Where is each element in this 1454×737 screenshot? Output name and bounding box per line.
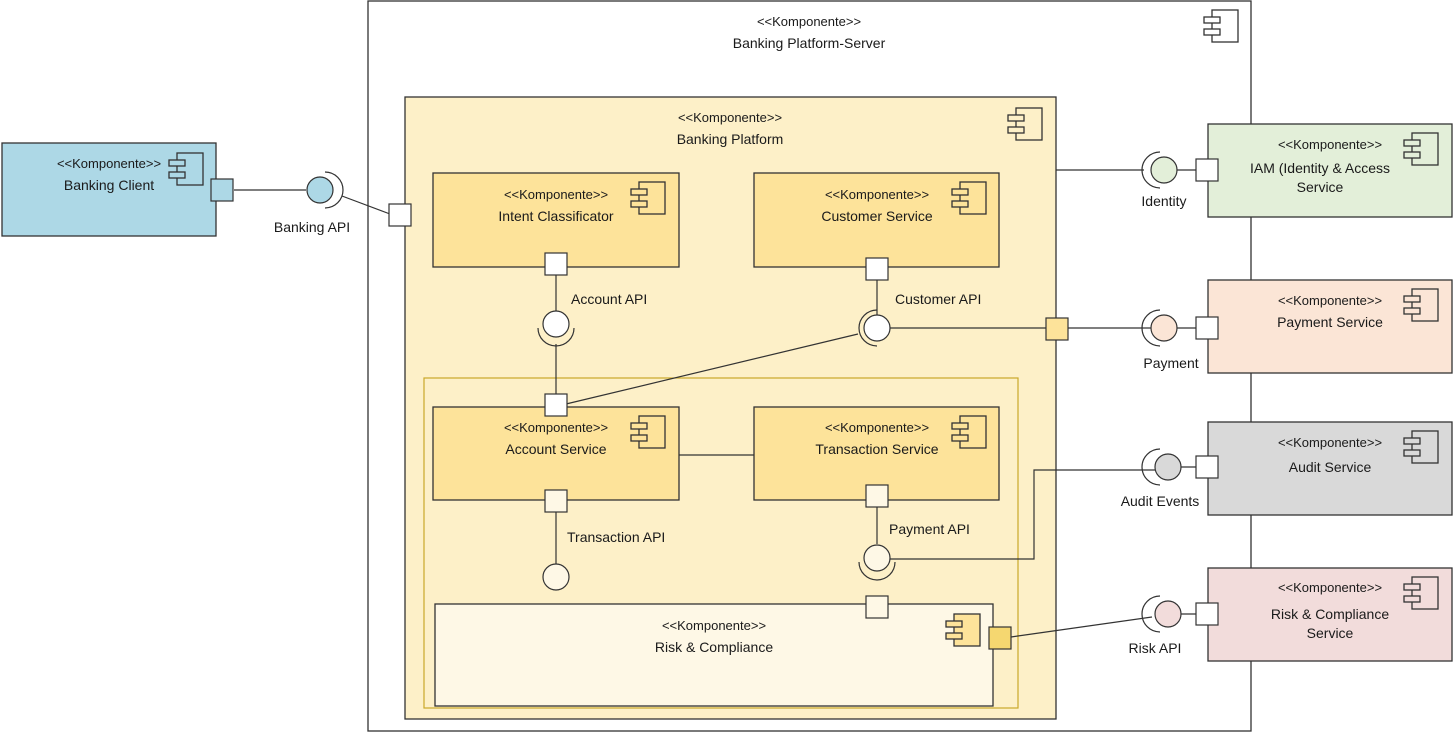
account-port-top[interactable] (544, 393, 568, 417)
component-name: Banking Platform-Server (733, 35, 886, 51)
server-port[interactable] (388, 203, 412, 227)
component-name: Banking Platform (677, 131, 784, 147)
account-service[interactable]: <<Komponente>> Account Service (432, 406, 680, 501)
component-name: Banking Client (64, 177, 154, 193)
component-name: Audit Service (1289, 459, 1372, 475)
interface-label: Payment API (889, 521, 970, 537)
provided-interface-lollipop (863, 314, 891, 342)
required-socket (1141, 309, 1161, 347)
risk-api-interface[interactable]: Risk API (1129, 595, 1182, 656)
risk-compliance-internal[interactable]: <<Komponente>> Risk & Compliance (434, 603, 994, 707)
component-name: Account Service (505, 441, 606, 457)
banking-api-interface[interactable]: Banking API (274, 171, 350, 235)
component-name-line2: Service (1297, 179, 1344, 195)
stereotype-label: <<Komponente>> (1278, 293, 1382, 308)
required-socket (537, 327, 575, 347)
provided-interface-lollipop (1154, 600, 1182, 628)
component-name: Transaction Service (815, 441, 938, 457)
interface-label: Payment (1143, 355, 1198, 371)
component-name: Intent Classificator (498, 208, 613, 224)
provided-interface-lollipop (542, 563, 570, 591)
interface-label: Transaction API (567, 529, 665, 545)
component-name-line1: Risk & Compliance (1271, 606, 1389, 622)
required-socket (858, 561, 896, 581)
transaction-service[interactable]: <<Komponente>> Transaction Service (753, 406, 1000, 501)
component-name-line1: IAM (Identity & Access (1250, 160, 1390, 176)
provided-interface-lollipop (863, 544, 891, 572)
risk-service-port[interactable] (1195, 602, 1219, 626)
identity-interface[interactable]: Identity (1141, 151, 1187, 209)
banking-client[interactable]: <<Komponente>> Banking Client (1, 142, 217, 237)
inner-group-frame (423, 377, 1019, 709)
required-socket (858, 309, 878, 347)
stereotype-label: <<Komponente>> (825, 187, 929, 202)
stereotype-label: <<Komponente>> (678, 110, 782, 125)
platform-payment-port[interactable] (1045, 317, 1069, 341)
payment-service[interactable]: <<Komponente>> Payment Service (1207, 279, 1453, 374)
client-port[interactable] (210, 178, 234, 202)
stereotype-label: <<Komponente>> (662, 618, 766, 633)
required-socket (1141, 448, 1161, 486)
iam-port[interactable] (1195, 158, 1219, 182)
provided-interface-lollipop (306, 176, 334, 204)
payment-service-port[interactable] (1195, 316, 1219, 340)
interface-label: Risk API (1129, 640, 1182, 656)
intent-classificator[interactable]: <<Komponente>> Intent Classificator (432, 172, 680, 268)
transaction-api-interface[interactable]: Transaction API (542, 529, 665, 591)
interface-label: Banking API (274, 219, 350, 235)
connectors (234, 169, 1196, 638)
stereotype-label: <<Komponente>> (504, 420, 608, 435)
stereotype-label: <<Komponente>> (825, 420, 929, 435)
risk-port-right[interactable] (988, 626, 1012, 650)
stereotype-label: <<Komponente>> (504, 187, 608, 202)
customer-port[interactable] (865, 257, 889, 281)
provided-interface-lollipop (1154, 453, 1182, 481)
customer-api-interface[interactable]: Customer API (858, 291, 981, 347)
provided-interface-lollipop (542, 310, 570, 338)
payment-interface[interactable]: Payment (1141, 309, 1199, 371)
account-port-bottom[interactable] (544, 489, 568, 513)
interface-label: Customer API (895, 291, 981, 307)
account-api-interface[interactable]: Account API (537, 291, 647, 347)
required-socket (324, 171, 344, 209)
risk-compliance-service[interactable]: <<Komponente>> Risk & Compliance Service (1207, 567, 1453, 662)
stereotype-label: <<Komponente>> (1278, 580, 1382, 595)
payment-api-interface[interactable]: Payment API (858, 521, 970, 581)
interface-label: Account API (571, 291, 647, 307)
stereotype-label: <<Komponente>> (1278, 435, 1382, 450)
component-name: Risk & Compliance (655, 639, 773, 655)
risk-port-top[interactable] (865, 595, 889, 619)
required-socket (1141, 151, 1161, 189)
component-name: Customer Service (821, 208, 932, 224)
stereotype-label: <<Komponente>> (1278, 137, 1382, 152)
interface-label: Identity (1141, 193, 1186, 209)
iam-service[interactable]: <<Komponente>> IAM (Identity & Access Se… (1207, 123, 1453, 218)
customer-service[interactable]: <<Komponente>> Customer Service (753, 172, 1000, 268)
transaction-port[interactable] (865, 484, 889, 508)
audit-service-port[interactable] (1195, 455, 1219, 479)
provided-interface-lollipop (1150, 156, 1178, 184)
audit-service[interactable]: <<Komponente>> Audit Service (1207, 421, 1453, 516)
intent-port[interactable] (544, 252, 568, 276)
interface-label: Audit Events (1121, 493, 1200, 509)
required-socket (1141, 595, 1161, 633)
component-name: Payment Service (1277, 314, 1383, 330)
stereotype-label: <<Komponente>> (757, 14, 861, 29)
component-name-line2: Service (1307, 625, 1354, 641)
provided-interface-lollipop (1150, 314, 1178, 342)
audit-events-interface[interactable]: Audit Events (1121, 448, 1200, 509)
stereotype-label: <<Komponente>> (57, 156, 161, 171)
